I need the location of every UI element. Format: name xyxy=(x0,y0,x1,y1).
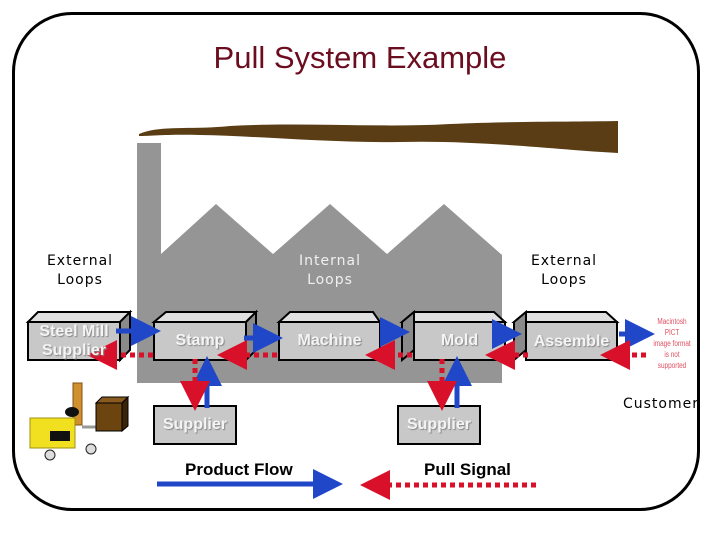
crate-icon xyxy=(94,395,130,433)
smoke-plume xyxy=(139,121,618,153)
node-machine: Machine xyxy=(297,332,362,349)
page-title: Pull System Example xyxy=(213,40,507,75)
node-stamp: Stamp xyxy=(175,332,225,349)
box-machine xyxy=(276,311,382,361)
forklift-icon xyxy=(29,382,102,461)
unsupported-image-placeholder: Macintosh PICT image format is not suppo… xyxy=(653,317,691,370)
node-supplier-left: Supplier xyxy=(162,416,227,433)
slide-frame xyxy=(12,12,700,511)
box-supplier-left xyxy=(153,405,237,445)
node-assemble: Assemble xyxy=(533,333,610,350)
node-supplier-right: Supplier xyxy=(406,416,471,433)
node-mold: Mold xyxy=(440,332,479,349)
legend-pull-signal-label: Pull Signal xyxy=(424,460,511,479)
node-customer: Customer xyxy=(622,396,699,412)
pull-signal-arrows xyxy=(87,340,646,500)
legend-product-flow-label: Product Flow xyxy=(185,460,293,479)
